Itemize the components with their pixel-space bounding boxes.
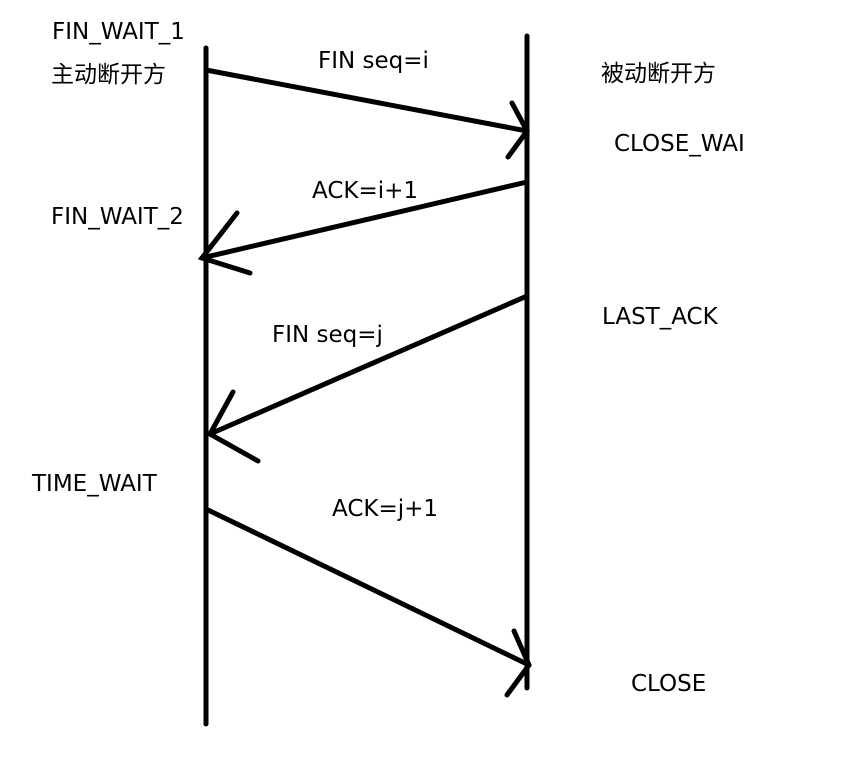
message-label-ack-i: ACK=i+1	[312, 178, 419, 204]
arrow-fin-j	[207, 293, 530, 437]
arrow-ack-j	[205, 507, 532, 668]
role-active-closer: 主动断开方	[51, 62, 166, 88]
role-passive-closer: 被动断开方	[601, 61, 716, 87]
arrowhead-ack-j	[504, 628, 532, 698]
state-fin-wait-1: FIN_WAIT_1	[52, 19, 185, 45]
message-label-fin-i: FIN seq=i	[318, 48, 429, 74]
state-last-ack: LAST_ACK	[602, 304, 718, 330]
arrowhead-fin-j	[206, 389, 261, 464]
state-close: CLOSE	[631, 671, 707, 697]
arrowhead-fin-i	[505, 100, 530, 160]
arrowhead-ack-i	[197, 210, 253, 276]
state-time-wait: TIME_WAIT	[32, 471, 157, 497]
state-fin-wait-2: FIN_WAIT_2	[51, 204, 184, 230]
message-label-fin-j: FIN seq=j	[272, 322, 383, 348]
arrow-fin-i	[203, 67, 530, 134]
message-label-ack-j: ACK=j+1	[332, 496, 439, 522]
arrow-ack-i	[199, 179, 530, 261]
state-close-wait: CLOSE_WAI	[614, 131, 745, 157]
